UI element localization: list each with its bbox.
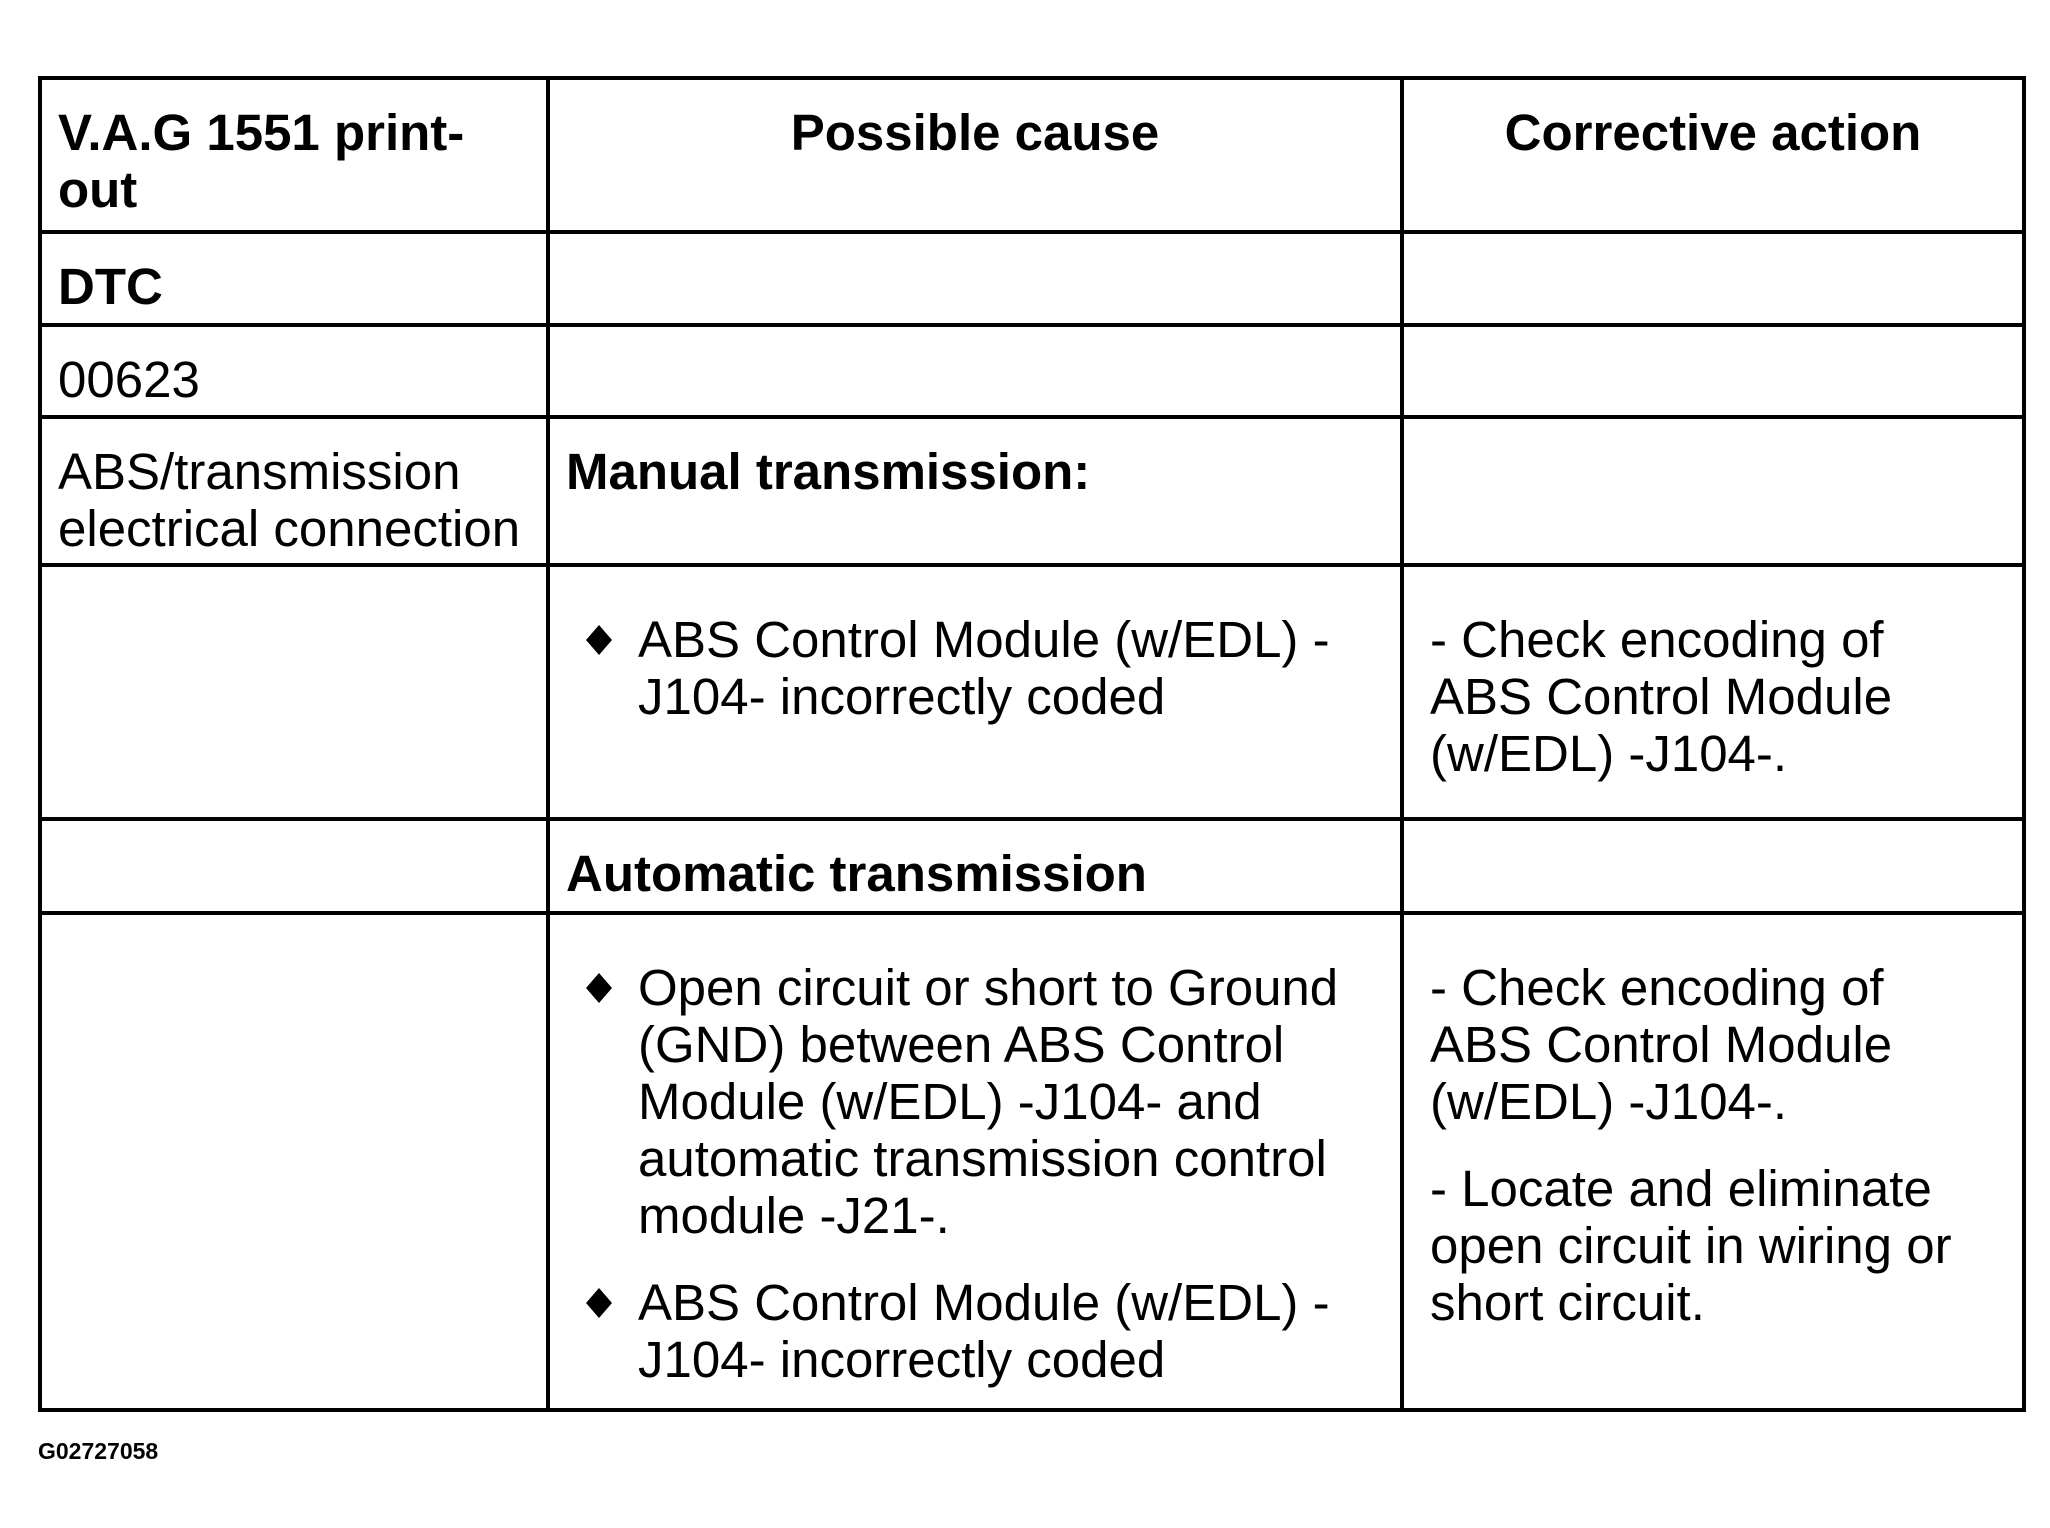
empty-cell — [1400, 323, 2026, 419]
automatic-causes-cell: Open circuit or short to Ground (GND) be… — [546, 911, 1404, 1412]
header-possible-cause: Possible cause — [546, 76, 1404, 234]
dtc-description: ABS/transmission electrical connection — [38, 415, 550, 567]
cause-text: ABS Control Module (w/EDL) -J104- incorr… — [638, 611, 1330, 725]
automatic-actions-cell: - Check encoding of ABS Control Module (… — [1400, 911, 2026, 1412]
manual-actions-cell: - Check encoding of ABS Control Module (… — [1400, 563, 2026, 821]
empty-cell — [546, 323, 1404, 419]
automatic-transmission-heading: Automatic transmission — [546, 817, 1404, 915]
automatic-detail-row: Open circuit or short to Ground (GND) be… — [38, 911, 2026, 1412]
diagnostic-table: V.A.G 1551 print-out Possible cause Corr… — [38, 76, 2026, 1412]
manual-detail-row: ABS Control Module (w/EDL) -J104- incorr… — [38, 563, 2026, 821]
action-text: - Check encoding of ABS Control Module (… — [1430, 611, 1893, 782]
dtc-label: DTC — [38, 230, 550, 327]
cause-item: Open circuit or short to Ground (GND) be… — [566, 959, 1384, 1244]
cause-text: Open circuit or short to Ground (GND) be… — [638, 959, 1339, 1244]
diamond-bullet-icon — [586, 973, 612, 1003]
dtc-code: 00623 — [38, 323, 550, 419]
dtc-code-row: 00623 — [38, 323, 2026, 419]
header-corrective-action: Corrective action — [1400, 76, 2026, 234]
empty-cell — [38, 563, 550, 821]
cause-item: ABS Control Module (w/EDL) -J104- incorr… — [566, 611, 1384, 725]
manual-causes-cell: ABS Control Module (w/EDL) -J104- incorr… — [546, 563, 1404, 821]
empty-cell — [1400, 817, 2026, 915]
empty-cell — [546, 230, 1404, 327]
header-printout: V.A.G 1551 print-out — [38, 76, 550, 234]
figure-id: G02727058 — [38, 1438, 159, 1464]
manual-causes-list: ABS Control Module (w/EDL) -J104- incorr… — [566, 611, 1384, 725]
automatic-heading-row: Automatic transmission — [38, 817, 2026, 915]
empty-cell — [1400, 230, 2026, 327]
header-row: V.A.G 1551 print-out Possible cause Corr… — [38, 76, 2026, 234]
automatic-causes-list: Open circuit or short to Ground (GND) be… — [566, 959, 1384, 1388]
manual-heading-row: ABS/transmission electrical connection M… — [38, 415, 2026, 567]
diamond-bullet-icon — [586, 625, 612, 655]
action-text: - Locate and eliminate open circuit in w… — [1430, 1160, 1952, 1331]
empty-cell — [38, 817, 550, 915]
dtc-label-row: DTC — [38, 230, 2026, 327]
diamond-bullet-icon — [586, 1288, 612, 1318]
empty-cell — [1400, 415, 2026, 567]
cause-text: ABS Control Module (w/EDL) -J104- incorr… — [638, 1274, 1330, 1388]
action-text: - Check encoding of ABS Control Module (… — [1430, 959, 1893, 1130]
empty-cell — [38, 911, 550, 1412]
cause-item: ABS Control Module (w/EDL) -J104- incorr… — [566, 1274, 1384, 1388]
manual-transmission-heading: Manual transmission: — [546, 415, 1404, 567]
